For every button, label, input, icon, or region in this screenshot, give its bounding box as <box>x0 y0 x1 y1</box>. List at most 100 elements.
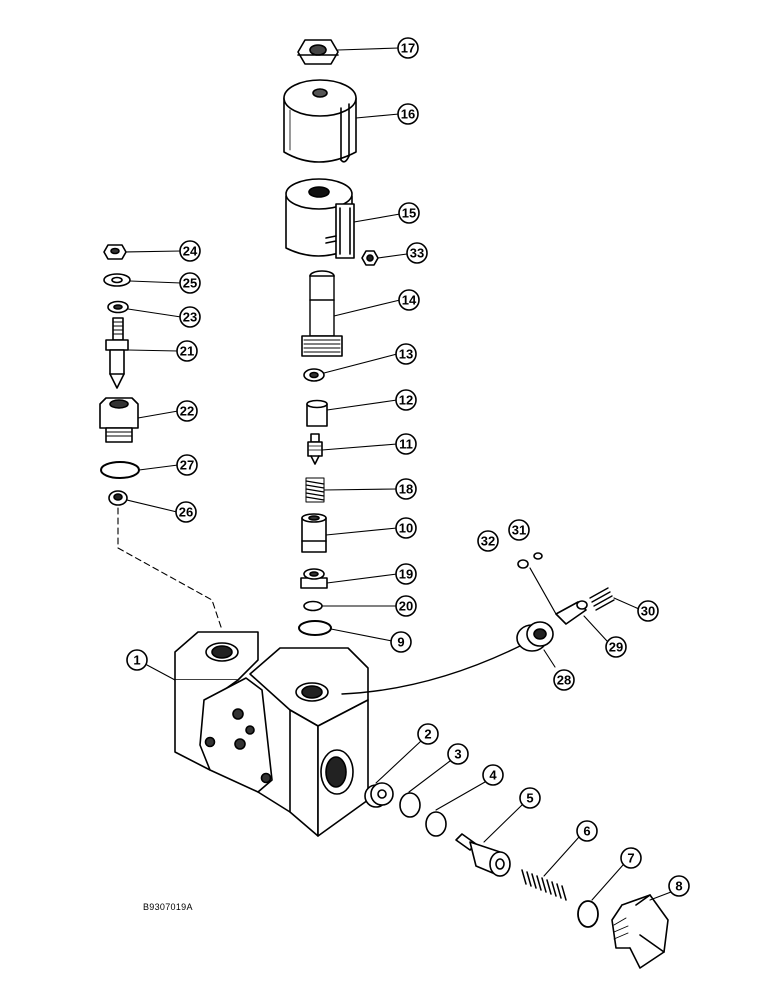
figure-code: B9307019A <box>143 902 193 912</box>
part-3-o-ring <box>399 792 421 818</box>
callout-14-label: 14 <box>402 293 417 308</box>
callout-15-circle <box>398 202 420 224</box>
callout-10-label: 10 <box>399 521 413 536</box>
part-33-small-nut <box>361 250 379 266</box>
callout-29: 29 <box>605 636 627 658</box>
callout-33: 33 <box>406 242 428 264</box>
part-30-spring <box>589 587 615 611</box>
callout-3-label: 3 <box>454 747 461 762</box>
callout-32-circle <box>477 530 499 552</box>
callout-23: 23 <box>179 306 201 328</box>
callout-33-circle <box>406 242 428 264</box>
leader-line-29 <box>529 567 557 615</box>
part-31-washer <box>533 552 543 560</box>
callout-7-label: 7 <box>627 851 634 866</box>
callout-16: 16 <box>397 103 419 125</box>
callout-21-label: 21 <box>180 344 194 359</box>
part-10-sleeve <box>301 513 327 553</box>
callout-31: 31 <box>508 519 530 541</box>
part-6-spring <box>521 869 567 901</box>
callout-1-label: 1 <box>133 653 140 668</box>
callout-22: 22 <box>176 400 198 422</box>
callout-7-circle <box>620 847 642 869</box>
callout-25-label: 25 <box>183 276 197 291</box>
leader-lines <box>125 47 672 901</box>
callout-19: 19 <box>395 563 417 585</box>
part-19-fitting <box>300 568 328 589</box>
part-8-hex-plug <box>611 894 669 969</box>
callout-24-label: 24 <box>183 244 198 259</box>
callout-10-circle <box>395 517 417 539</box>
part-16-solenoid-cover <box>283 79 357 163</box>
callout-23-label: 23 <box>183 310 197 325</box>
callout-16-circle <box>397 103 419 125</box>
part-22-fitting <box>99 397 139 443</box>
callout-18-label: 18 <box>399 482 413 497</box>
callout-19-label: 19 <box>399 567 413 582</box>
part-7-o-ring <box>577 900 599 928</box>
part-24-hex-nut <box>103 244 127 260</box>
callout-9-label: 9 <box>397 635 404 650</box>
callout-5-label: 5 <box>526 791 533 806</box>
callout-6-label: 6 <box>583 824 590 839</box>
callout-8-circle <box>668 875 690 897</box>
callout-8: 8 <box>668 875 690 897</box>
callout-2-circle <box>417 723 439 745</box>
callout-17-circle <box>397 37 419 59</box>
callout-27-label: 27 <box>180 458 194 473</box>
callout-8-label: 8 <box>675 879 682 894</box>
callout-4-label: 4 <box>489 768 497 783</box>
callout-29-label: 29 <box>609 640 623 655</box>
part-9-o-ring <box>298 620 332 636</box>
part-28-nut <box>516 621 554 652</box>
callout-13-circle <box>395 343 417 365</box>
callout-15-label: 15 <box>402 206 416 221</box>
part-18-spring <box>305 477 325 503</box>
part-2-plug <box>364 782 394 808</box>
callout-6: 6 <box>576 820 598 842</box>
callout-13-label: 13 <box>399 347 413 362</box>
part-23-washer <box>107 300 129 314</box>
callout-31-label: 31 <box>512 523 526 538</box>
callout-25-circle <box>179 272 201 294</box>
leader-line-28 <box>341 645 521 695</box>
callout-22-label: 22 <box>180 404 194 419</box>
part-15-solenoid-coil <box>285 178 355 259</box>
callout-18: 18 <box>395 478 417 500</box>
callout-14: 14 <box>398 289 420 311</box>
callout-28: 28 <box>553 669 575 691</box>
part-5-poppet <box>455 833 511 877</box>
callout-33-label: 33 <box>410 246 424 261</box>
part-21-stud <box>105 317 129 389</box>
callout-23-circle <box>179 306 201 328</box>
part-26-insert <box>108 490 128 506</box>
callout-19-circle <box>395 563 417 585</box>
part-11-pin <box>307 433 323 465</box>
part-17-hex-nut <box>297 39 339 65</box>
callout-21-circle <box>176 340 198 362</box>
callout-7: 7 <box>620 847 642 869</box>
callout-24-circle <box>179 240 201 262</box>
callout-1-circle <box>126 649 148 671</box>
part-14-solenoid-stem <box>301 270 343 357</box>
callout-18-circle <box>395 478 417 500</box>
callout-28-label: 28 <box>557 673 571 688</box>
callout-9: 9 <box>390 631 412 653</box>
callout-15: 15 <box>398 202 420 224</box>
callout-5: 5 <box>519 787 541 809</box>
part-13-washer <box>303 368 325 382</box>
callout-14-circle <box>398 289 420 311</box>
callout-3-circle <box>447 743 469 765</box>
callout-12-label: 12 <box>399 393 413 408</box>
callout-31-circle <box>508 519 530 541</box>
callout-2: 2 <box>417 723 439 745</box>
part-12-plunger <box>306 399 328 427</box>
callout-17: 17 <box>397 37 419 59</box>
callout-21: 21 <box>176 340 198 362</box>
callout-28-circle <box>553 669 575 691</box>
callout-5-circle <box>519 787 541 809</box>
callout-6-circle <box>576 820 598 842</box>
callout-22-circle <box>176 400 198 422</box>
